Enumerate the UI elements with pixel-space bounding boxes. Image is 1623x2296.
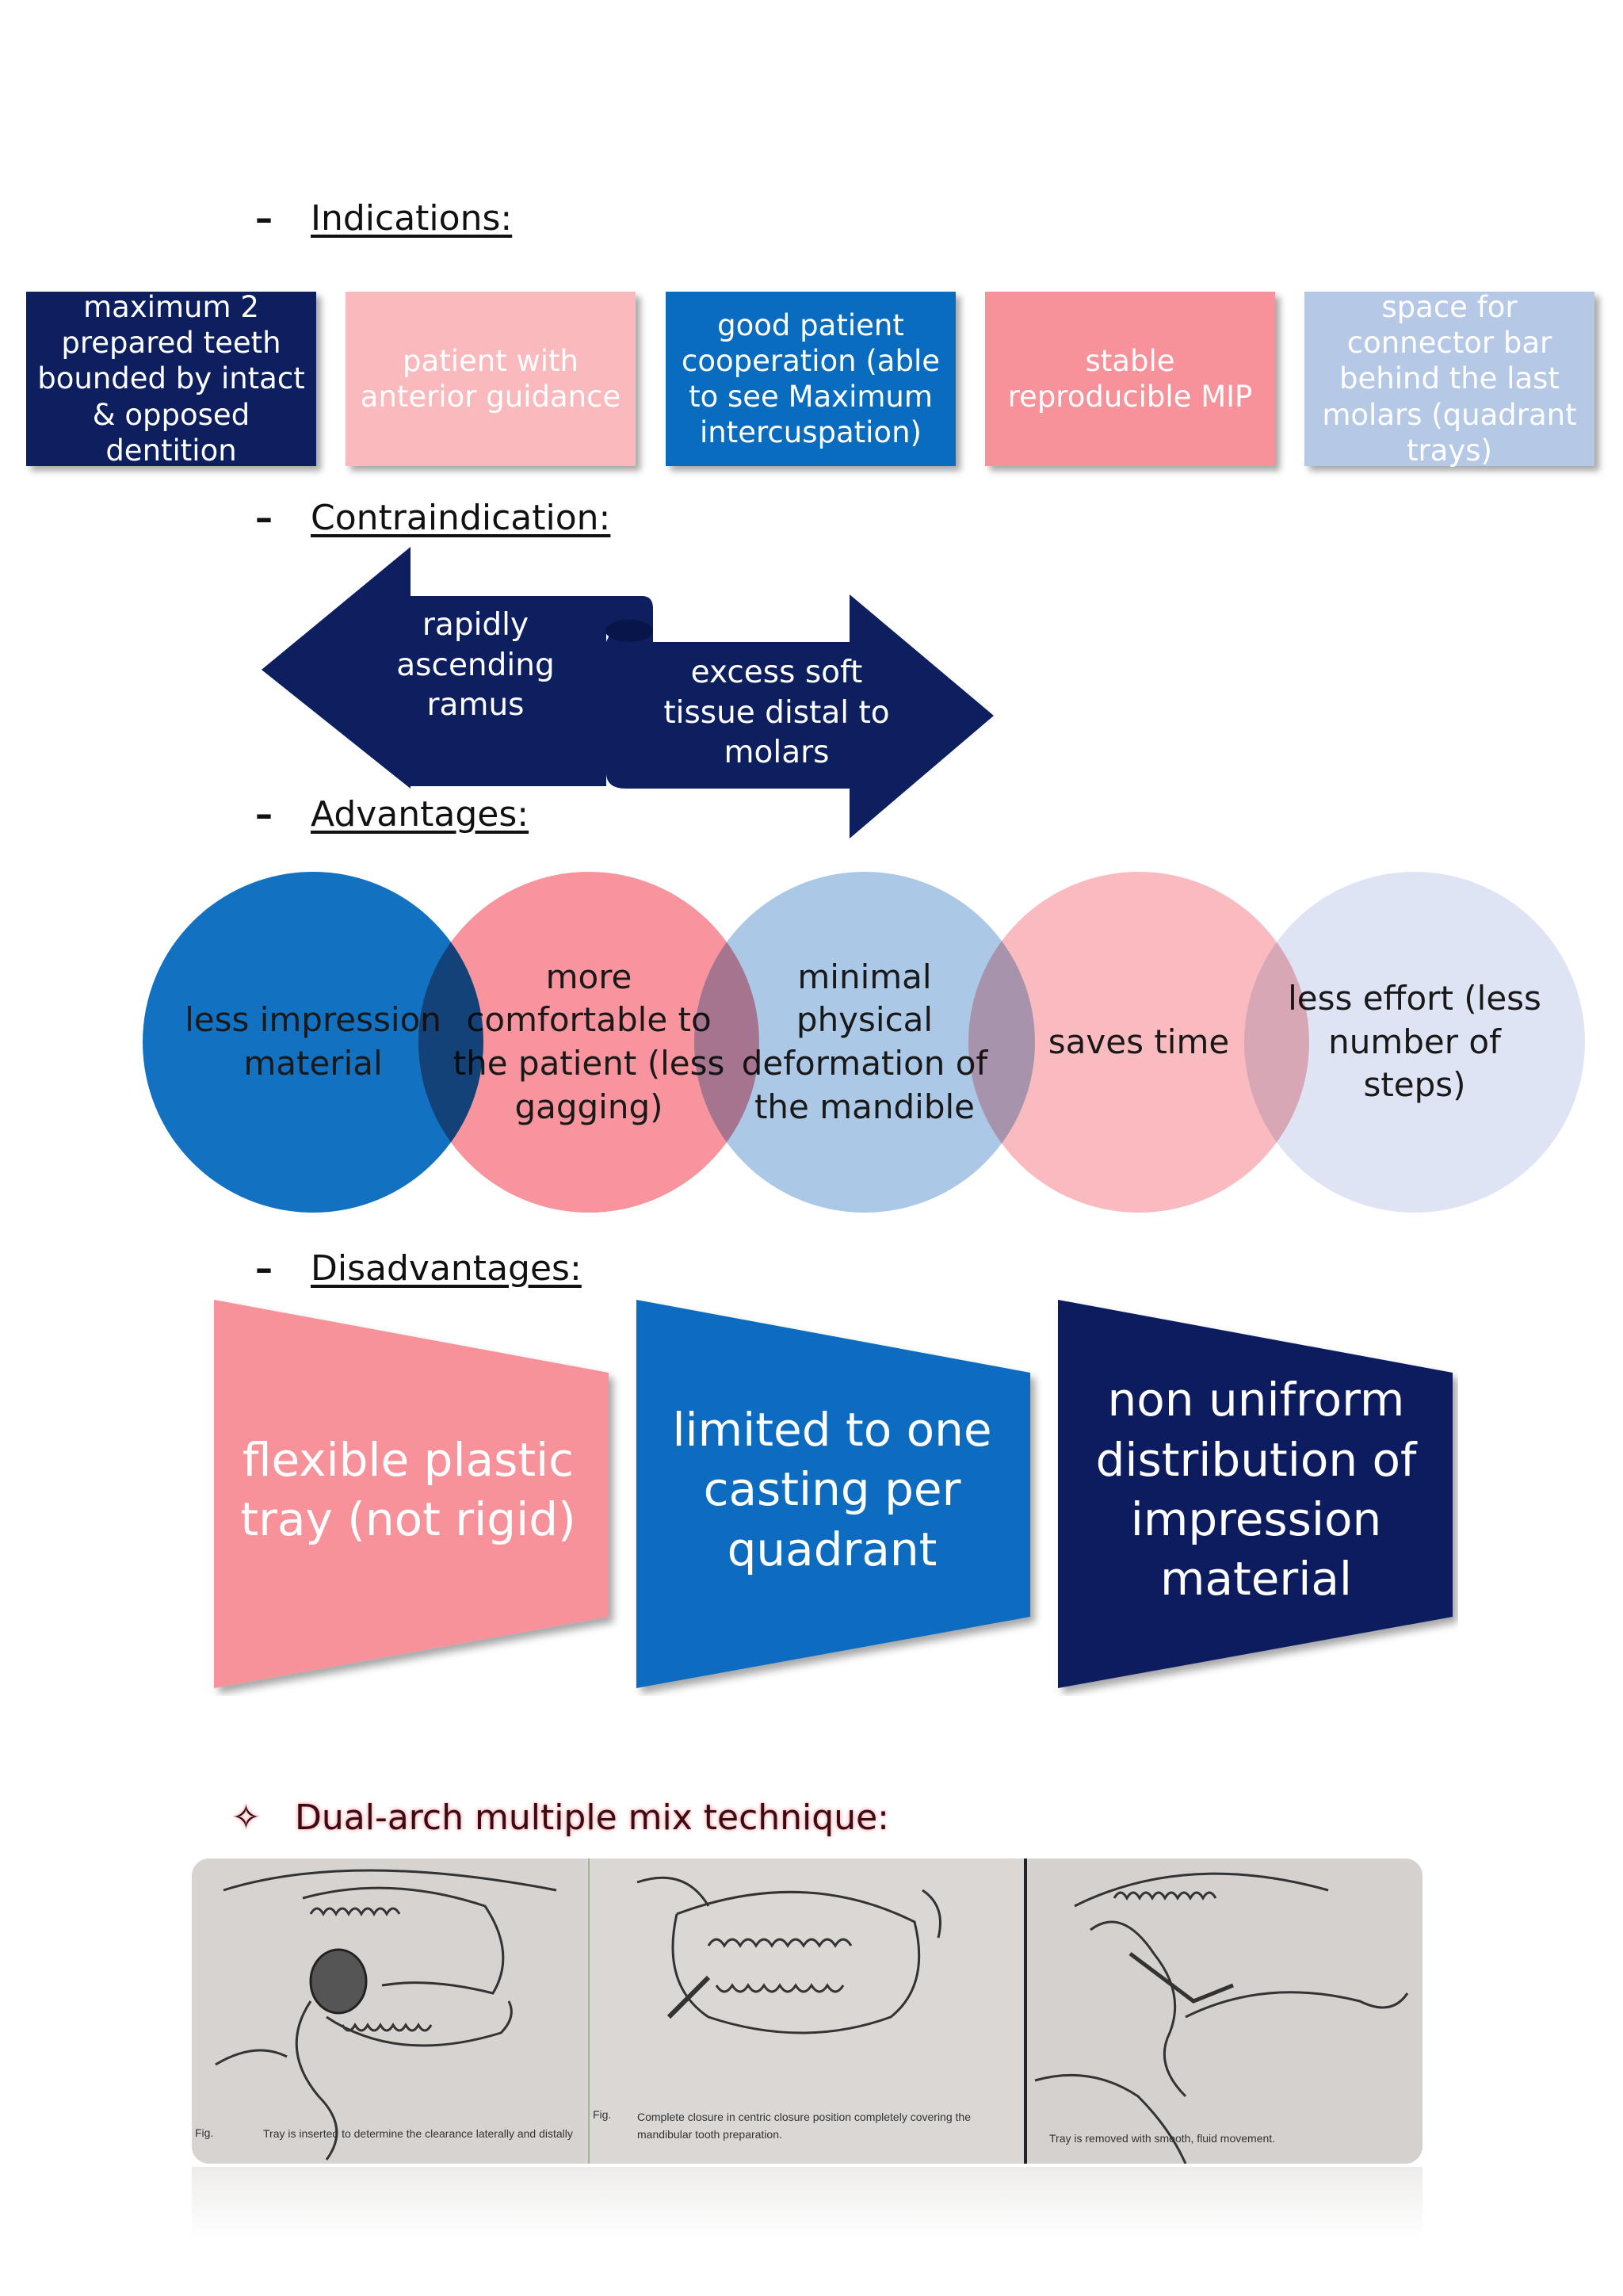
figure-3-drawing — [1034, 1872, 1409, 2164]
disadvantage-shape-3 — [1058, 1300, 1453, 1688]
arrow-fold-shape — [605, 620, 653, 642]
sparkle-icon: ✧ — [231, 1797, 261, 1838]
disadvantage-text-3: non unifrorm distribution of impression … — [1095, 1373, 1417, 1606]
figure-2-label: Fig. — [593, 2108, 612, 2121]
advantage-circle-2: more comfortable to the patient (less ga… — [418, 872, 759, 1213]
disadvantages-title: Disadvantages: — [311, 1248, 582, 1289]
contraindication-right-text: excess soft tissue distal to molars — [663, 654, 890, 771]
figure-3-caption: Tray is removed with smooth, fluid movem… — [1049, 2132, 1276, 2145]
figure-panel-3: Tray is removed with smooth, fluid movem… — [1024, 1859, 1423, 2164]
disadvantages-shapes — [214, 1300, 1453, 1688]
contraindication-left-text: rapidly ascending ramus — [396, 606, 555, 724]
figure-1-caption: Tray is inserted to determine the cleara… — [263, 2127, 573, 2140]
left-arrow-shape — [262, 547, 653, 789]
indications-title: Indications: — [311, 198, 513, 239]
contraindication-title: Contraindication: — [311, 498, 611, 538]
figure-panel-1: Fig. Tray is inserted to determine the c… — [192, 1859, 586, 2164]
figure-strip-reflection — [192, 2167, 1423, 2238]
disadvantage-text-1: flexible plastic tray (not rigid) — [240, 1432, 576, 1546]
indication-box-5: space for connector bar behind the last … — [1304, 290, 1594, 468]
figure-2-drawing — [636, 1876, 941, 2034]
indication-box-1: maximum 2 prepared teeth bounded by inta… — [26, 290, 316, 468]
figure-1-label: Fig. — [195, 2126, 214, 2139]
contraindication-arrows — [262, 547, 994, 839]
technique-heading: ✧ Dual-arch multiple mix technique: — [231, 1797, 889, 1838]
indications-heading: –Indications: — [255, 198, 512, 239]
indication-box-3: good patient cooperation (able to see Ma… — [666, 292, 956, 466]
disadvantage-text-2: limited to one casting per quadrant — [672, 1402, 992, 1576]
right-arrow-shape — [606, 594, 994, 839]
indication-box-2: patient with anterior guidance — [346, 292, 636, 466]
advantages-title: Advantages: — [311, 794, 529, 835]
technique-title: Dual-arch multiple mix technique: — [295, 1797, 889, 1838]
disadvantages-heading: –Disadvantages: — [255, 1248, 582, 1289]
figure-1-drawing — [215, 1869, 557, 2160]
indication-box-4: stable reproducible MIP — [985, 292, 1275, 466]
contraindication-heading: –Contraindication: — [255, 498, 610, 538]
dash-bullet: – — [255, 794, 273, 835]
figure-2-caption: Complete closure in centric closure posi… — [637, 2111, 971, 2141]
dash-bullet: – — [255, 1248, 273, 1289]
disadvantage-shape-1 — [214, 1300, 609, 1688]
figure-strip: Fig. Tray is inserted to determine the c… — [192, 1859, 1423, 2164]
advantages-heading: –Advantages: — [255, 794, 529, 835]
dash-bullet: – — [255, 198, 273, 239]
figure-panel-2: Fig. Complete closure in centric closure… — [588, 1859, 1022, 2164]
dash-bullet: – — [255, 498, 273, 538]
advantage-circle-5: less effort (less number of steps) — [1244, 872, 1585, 1213]
disadvantage-shape-2 — [636, 1300, 1030, 1688]
